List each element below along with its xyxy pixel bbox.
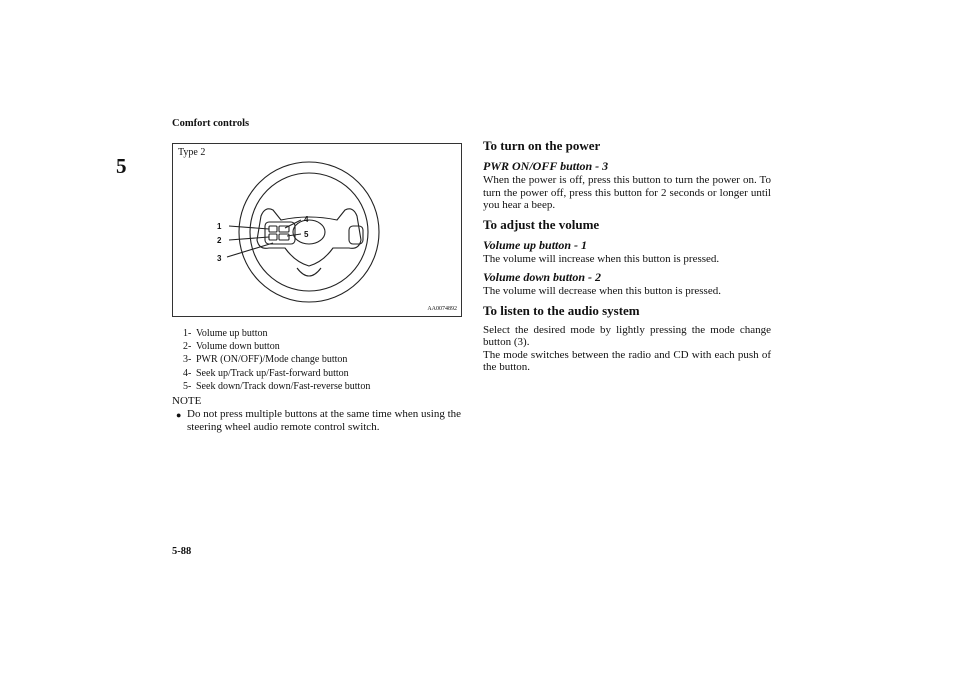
legend-text: Volume up button — [196, 328, 268, 339]
legend-number: 3- — [183, 354, 192, 366]
bullet-icon: ● — [176, 410, 182, 420]
legend-text: Seek up/Track up/Fast-forward button — [196, 367, 349, 379]
note-item: ● Do not press multiple buttons at the s… — [176, 408, 466, 433]
leader-line-1 — [228, 225, 270, 230]
right-side-pad — [348, 225, 364, 245]
header-title: Comfort controls — [172, 118, 250, 129]
legend-text: Volume down button — [196, 341, 280, 353]
right-column: To turn on the power PWR ON/OFF button -… — [483, 138, 771, 379]
section-heading-power: To turn on the power — [483, 138, 601, 153]
figure-image-code: AA0074892 — [427, 306, 457, 312]
wheel-center-pad — [292, 219, 326, 245]
steering-wheel-figure: Type 2 1 2 3 — [172, 143, 462, 317]
section-heading-volume: To adjust the volume — [483, 216, 600, 232]
legend-item: 4- Seek up/Track up/Fast-forward button — [183, 367, 370, 380]
legend-item: 3- PWR (ON/OFF)/Mode change button — [183, 353, 370, 366]
paragraph-volume-up: The volume will increase when this butto… — [483, 252, 720, 265]
leader-line-4 — [284, 219, 302, 229]
control-button-5 — [278, 233, 290, 241]
legend-text: Seek down/Track down/Fast-reverse button — [196, 380, 371, 392]
note-label: NOTE — [172, 395, 202, 407]
paragraph-audio-1: Select the desired mode by lightly press… — [483, 323, 771, 349]
callout-2: 2 — [217, 236, 222, 245]
subheading-pwr-button: PWR ON/OFF button - 3 — [483, 159, 609, 173]
paragraph-power: When the power is off, press this button… — [483, 174, 771, 211]
wheel-rim-inner — [249, 172, 369, 292]
control-button-4 — [278, 225, 290, 233]
paragraph-audio-2: The mode switches between the radio and … — [483, 348, 771, 374]
control-pad — [264, 221, 296, 245]
leader-line-2 — [228, 236, 270, 241]
steering-wheel-illustration: 1 2 3 4 5 — [217, 161, 380, 303]
subheading-volume-down: Volume down button - 2 — [483, 270, 602, 284]
paragraph-volume-down: The volume will decrease when this butto… — [483, 285, 721, 297]
legend-number: 4- — [183, 367, 192, 379]
control-button-2 — [268, 233, 278, 241]
legend-item: 2- Volume down button — [183, 340, 370, 353]
wheel-rim-outer — [238, 161, 380, 303]
callout-1: 1 — [217, 222, 222, 231]
legend-text: PWR (ON/OFF)/Mode change button — [196, 354, 348, 366]
callout-3: 3 — [217, 254, 222, 263]
legend-number: 5- — [183, 380, 192, 392]
legend-item: 1- Volume up button — [183, 327, 370, 340]
leader-line-3 — [226, 242, 274, 258]
legend-number: 1- — [183, 328, 192, 339]
control-button-1 — [268, 225, 278, 233]
note-text: Do not press multiple buttons at the sam… — [187, 408, 462, 433]
callout-5: 5 — [304, 230, 309, 239]
leader-line-5 — [286, 233, 302, 237]
chapter-number: 5 — [116, 154, 127, 178]
legend-number: 2- — [183, 341, 192, 353]
wheel-hub — [256, 208, 362, 267]
figure-legend: 1- Volume up button 2- Volume down butto… — [183, 327, 370, 393]
callout-4: 4 — [304, 215, 309, 224]
legend-item: 5- Seek down/Track down/Fast-reverse but… — [183, 380, 370, 393]
section-heading-audio: To listen to the audio system — [483, 302, 640, 318]
figure-type-label: Type 2 — [178, 147, 206, 158]
page-number: 5-88 — [172, 546, 192, 557]
subheading-volume-up: Volume up button - 1 — [483, 237, 588, 252]
wheel-lower-spoke — [296, 267, 322, 277]
